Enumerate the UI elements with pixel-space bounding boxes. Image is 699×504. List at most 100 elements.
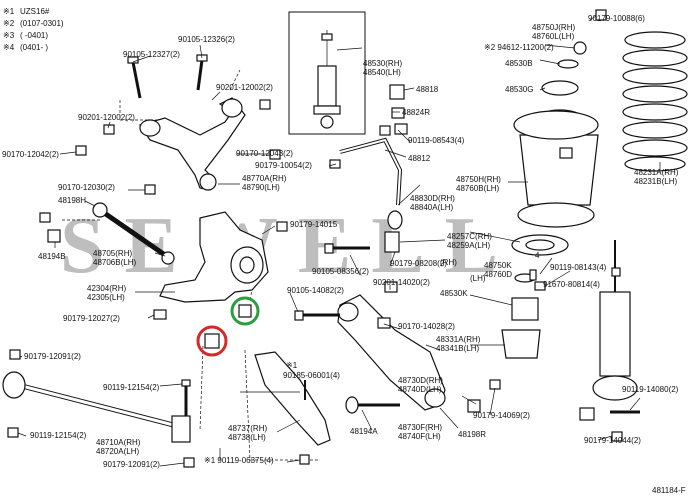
nut-48824R [559, 147, 573, 159]
label-90119-12154-top: 90119-12154(2) [103, 383, 160, 392]
label-90105-14082: 90105-14082(2) [287, 286, 344, 295]
label-48812: 48812 [408, 154, 431, 163]
label-48194B: 48194B [38, 252, 66, 261]
label-90105-12326: 90105-12326(2) [178, 35, 235, 44]
label-48824R: 48824R [402, 108, 430, 117]
label-mark-1: ※1 [286, 361, 298, 370]
label-48257C: 48257C(RH) [447, 232, 492, 241]
label-90179-10054: 90179-10054(2) [255, 161, 312, 170]
legend-mark-3: ※3 [3, 31, 15, 40]
legend-mark-1: ※1 [3, 7, 15, 16]
legend-text-2: (0107-0301) [20, 19, 64, 28]
nut-48198R [467, 399, 481, 413]
label-48530B: 48530B [505, 59, 533, 68]
label-90179-12091-bottom: 90179-12091(2) [103, 460, 160, 469]
nut-90170-12042 [75, 145, 87, 156]
cover-48737 [254, 351, 331, 446]
nut-90170-12030 [144, 184, 156, 195]
label-90170-12030: 90170-12030(2) [58, 183, 115, 192]
legend-text-3: ( -0401) [20, 31, 48, 40]
label-42305: 42305(LH) [87, 293, 125, 302]
bolt-90105-08356 [324, 243, 370, 254]
label-90170-12043: 90170-12043(2) [236, 149, 293, 158]
label-48540: 48540(LH) [363, 68, 401, 77]
part-labels: 90105-12327(2) 90105-12326(2) 90179-1008… [2, 14, 679, 469]
label-48750H: 48750H(RH) [456, 175, 501, 184]
label-90179-08208: 90179-08208(2) [390, 259, 447, 268]
label-90105-08356: 90105-08356(2) [312, 267, 369, 276]
label-48194A: 48194A [350, 427, 378, 436]
label-90179-12091-top: 90179-12091(2) [24, 352, 81, 361]
label-94612-11200: ※2 94612-11200(2) [484, 43, 554, 52]
label-90179-14015: 90179-14015 [290, 220, 338, 229]
label-90201-12002-left: 90201-12002(2) [78, 113, 135, 122]
label-90119-14080: 90119-14080(2) [622, 385, 679, 394]
label-90179-14069: 90179-14069(2) [473, 411, 530, 420]
label-90201-12002-right: 90201-12002(2) [216, 83, 273, 92]
label-4: 4 [535, 251, 540, 260]
label-48830D: 48830D(RH) [410, 194, 455, 203]
label-48790: 48790(LH) [242, 183, 280, 192]
label-90105-12327: 90105-12327(2) [123, 50, 180, 59]
label-90201-14020: 90201-14020(2) [373, 278, 430, 287]
label-48750K: 48750K [484, 261, 512, 270]
bushing-48257C [384, 231, 400, 253]
label-48840A: 48840A(LH) [410, 203, 453, 212]
highlight-red-circle [196, 325, 228, 357]
upper-mount-cluster [541, 9, 607, 96]
spring-seat [501, 234, 569, 359]
shock-absorber-inset [288, 11, 366, 135]
bolt-90105-12327 [127, 56, 142, 99]
label-90179-12027: 90179-12027(2) [63, 314, 120, 323]
label-48760L: 48760L(LH) [532, 32, 575, 41]
label-48530K: 48530K [440, 289, 468, 298]
nut-90201-12002 [103, 124, 115, 135]
label-90170-14028: 90170-14028(2) [398, 322, 455, 331]
steering-knuckle [153, 211, 269, 320]
label-48740D: 48740D(LH) [398, 385, 442, 394]
legend-mark-2: ※2 [3, 19, 15, 28]
label-48750J: 48750J(RH) [532, 23, 575, 32]
legend: ※1 UZS16# ※2 (0107-0301) ※3 ( -0401) ※4 … [3, 7, 64, 52]
label-48530G: 48530G [505, 85, 533, 94]
label-48740F: 48740F(LH) [398, 432, 441, 441]
figure-id: 481184-F [652, 486, 686, 495]
label-48231A: 48231A(RH) [634, 168, 679, 177]
bolt-90179-14015 [276, 221, 288, 232]
label-48770A: 48770A(RH) [242, 174, 287, 183]
highlight-green-circle [230, 296, 260, 326]
label-42304: 42304(RH) [87, 284, 126, 293]
label-lh-small: (LH) [470, 274, 486, 283]
nut-highlighted [204, 333, 220, 349]
label-90119-08143: 90119-08143(4) [550, 263, 607, 272]
label-91670-80814: 91670-80814(4) [543, 280, 600, 289]
label-90119-06375: ※1 90119-06375(4) [204, 456, 274, 465]
shock-absorber-lower [579, 240, 640, 442]
label-rh-small: (RH) [440, 258, 457, 267]
bolt-90119-06375 [299, 454, 310, 465]
bolt-48194A [345, 396, 400, 414]
label-48818: 48818 [416, 85, 439, 94]
label-90170-12042: 90170-12042(2) [2, 150, 59, 159]
label-48730F: 48730F(RH) [398, 423, 442, 432]
label-48331A: 48331A(RH) [436, 335, 481, 344]
label-48341B: 48341B(LH) [436, 344, 479, 353]
bolt-90105-12326 [196, 54, 208, 91]
label-48198R: 48198R [458, 430, 486, 439]
label-48198H: 48198H [58, 196, 86, 205]
label-48737: 48737(RH) [228, 424, 267, 433]
strut-rod-48710 [2, 349, 195, 468]
label-48760D: 48760D [484, 270, 512, 279]
label-48259A: 48259A(LH) [447, 241, 490, 250]
air-spring-48750H [513, 109, 599, 228]
label-48710A: 48710A(RH) [96, 438, 141, 447]
label-48706B: 48706B(LH) [93, 258, 136, 267]
label-90119-08543: 90119-08543(4) [408, 136, 465, 145]
label-48738: 48738(LH) [228, 433, 266, 442]
watermark: SEWELL [60, 202, 518, 290]
bushing-highlighted [238, 304, 252, 318]
label-48705: 48705(RH) [93, 249, 132, 258]
lower-control-arm [294, 281, 446, 411]
